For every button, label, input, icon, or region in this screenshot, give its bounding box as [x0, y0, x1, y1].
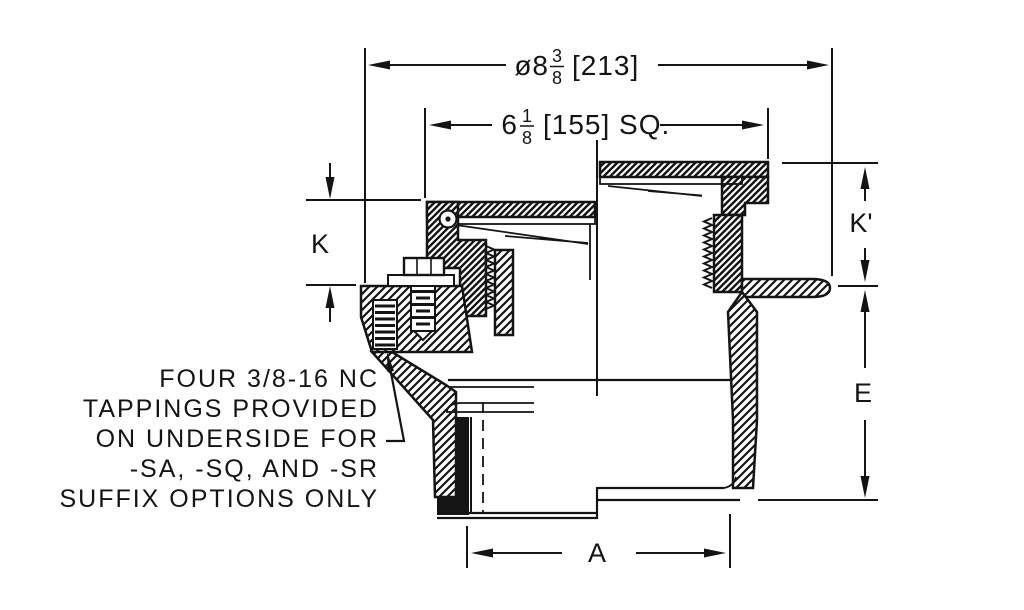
spigot-bottom-left — [437, 511, 598, 520]
dim-k-label: K — [311, 229, 329, 259]
dim-e-label: E — [854, 378, 872, 408]
dim-diameter-metric: [213] — [572, 50, 639, 81]
tapped-hole — [372, 299, 398, 350]
tapping-note: FOUR 3/8-16 NC TAPPINGS PROVIDED ON UNDE… — [59, 352, 406, 513]
dim-a-label: A — [588, 538, 606, 568]
dim-square-value: 6 — [501, 109, 518, 140]
dim-square-metric: [155] SQ. — [543, 109, 670, 140]
dim-k-prime: K' — [782, 162, 878, 287]
dim-square: 6 1 8 [155] SQ. — [424, 106, 769, 198]
note-line-4: -SA, -SQ, AND -SR — [130, 455, 379, 483]
note-line-2: TAPPINGS PROVIDED — [83, 395, 379, 423]
grate-left — [425, 200, 597, 318]
dim-a: A — [466, 514, 731, 568]
thread-interface-right — [701, 217, 715, 289]
caulk-gasket — [437, 417, 469, 515]
note-line-1: FOUR 3/8-16 NC — [159, 365, 379, 393]
dim-diameter-frac-den: 8 — [552, 68, 562, 88]
dim-k: K — [306, 163, 421, 322]
flange-right — [740, 277, 832, 299]
collar-seat — [446, 402, 534, 413]
body-neck-left — [493, 248, 515, 337]
dim-diameter-frac-num: 3 — [552, 46, 562, 66]
spigot-bottom-right — [595, 486, 740, 519]
dim-e: E — [758, 290, 878, 501]
note-leader-arrow — [387, 352, 394, 373]
dim-square-frac-den: 8 — [522, 128, 532, 148]
clamp-bolt — [387, 256, 455, 342]
bolt-washer — [387, 274, 455, 287]
note-line-3: ON UNDERSIDE FOR — [96, 425, 379, 453]
dim-diameter-value: ø8 — [514, 50, 549, 81]
note-line-5: SUFFIX OPTIONS ONLY — [59, 485, 379, 513]
bowl-wall-right — [726, 289, 759, 490]
bowl-wall-left — [369, 350, 458, 499]
bolt-hex-head — [402, 256, 446, 277]
dim-k-prime-label: K' — [849, 208, 872, 238]
dim-square-frac-num: 1 — [522, 106, 532, 126]
grate-right — [598, 160, 770, 294]
drain-body-section — [359, 140, 832, 520]
note-leader-line — [386, 356, 406, 443]
